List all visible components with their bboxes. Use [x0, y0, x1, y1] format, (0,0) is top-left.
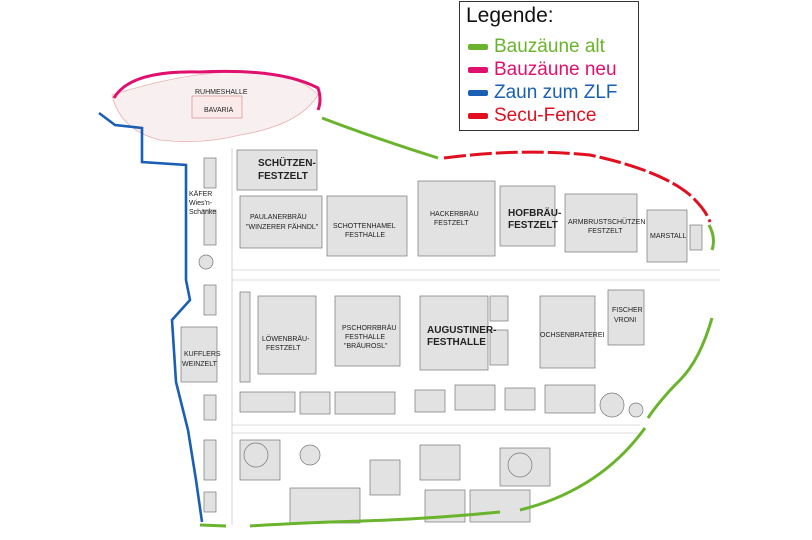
- label-hofbraeu-1: HOFBRÄU-: [508, 206, 561, 219]
- label-fischer-2: VRONI: [614, 317, 636, 324]
- pschorr-tent: [334, 295, 401, 367]
- label-paulaner-2: "WINZERER FÄHNDL": [246, 223, 319, 231]
- label-hacker-2: FESTZELT: [434, 220, 469, 227]
- label-hacker-1: HACKERBRÄU: [430, 210, 479, 218]
- kufflers-tent: [180, 326, 218, 383]
- fence-secu: [443, 150, 712, 223]
- armbrust-tent: [564, 193, 638, 253]
- legend-box: Legende: Bauzäune alt Bauzäune neu Zaun …: [459, 1, 639, 131]
- fence-zlf: [98, 111, 204, 523]
- hofbraeu-tent: [499, 185, 556, 247]
- label-loewen-1: LÖWENBRÄU-: [262, 335, 310, 343]
- label-paulaner-1: PAULANERBRÄU: [250, 213, 307, 221]
- label-marstall: MARSTALL: [650, 233, 687, 240]
- label-armbrust-2: FESTZELT: [588, 228, 623, 235]
- hacker-tent: [417, 180, 496, 257]
- label-augustiner-2: FESTHALLE: [427, 337, 486, 348]
- legend-item-bauzaeune-alt: Bauzäune alt: [468, 36, 605, 58]
- label-loewen-2: FESTZELT: [266, 345, 301, 352]
- schottenhamel-tent: [326, 195, 408, 257]
- fence-alt: [199, 116, 715, 528]
- road-lines: [231, 148, 720, 525]
- legend-label-secu: Secu-Fence: [494, 105, 597, 126]
- marstall-tent: [646, 209, 688, 263]
- legend-swatch-secu: [468, 113, 488, 119]
- legend-swatch-neu: [468, 67, 488, 73]
- label-augustiner-1: AUGUSTINER-: [427, 325, 496, 336]
- fence-neu: [112, 69, 322, 111]
- label-schottenhamel-1: SCHOTTENHAMEL: [333, 223, 396, 230]
- label-armbrust-1: ARMBRUSTSCHÜTZEN: [568, 218, 645, 226]
- legend-label-zlf: Zaun zum ZLF: [494, 82, 618, 103]
- ochsen-tent: [539, 295, 596, 369]
- legend-item-bauzaeune-neu: Bauzäune neu: [468, 59, 617, 81]
- label-kaefer-2: Wies'n-: [189, 200, 213, 207]
- loewen-tent: [257, 295, 317, 375]
- label-kufflers-2: WEINZELT: [182, 361, 218, 368]
- label-schottenhamel-2: FESTHALLE: [345, 232, 385, 239]
- label-schuetzen-2: FESTZELT: [258, 171, 308, 182]
- legend-swatch-zlf: [468, 90, 488, 96]
- label-pschorr-1: PSCHORRBRÄU: [342, 324, 396, 332]
- legend-item-zaun-zlf: Zaun zum ZLF: [468, 82, 618, 104]
- label-kaefer-1: KÄFER: [189, 190, 212, 198]
- legend-label-neu: Bauzäune neu: [494, 59, 617, 80]
- legend-label-alt: Bauzäune alt: [494, 36, 605, 57]
- fischer-tent: [607, 289, 645, 346]
- augustiner-tent: [419, 295, 489, 371]
- label-schuetzen-1: SCHÜTZEN-: [258, 156, 316, 169]
- label-hofbraeu-2: FESTZELT: [508, 220, 558, 231]
- label-fischer-1: FISCHER: [612, 307, 643, 314]
- legend-item-secu-fence: Secu-Fence: [468, 105, 596, 127]
- legend-swatch-alt: [468, 44, 488, 50]
- paulaner-tent: [239, 195, 323, 249]
- label-pschorr-3: "BRÄUROSL": [344, 342, 388, 350]
- label-ochsen: OCHSENBRATEREI: [540, 332, 604, 339]
- label-bavaria: BAVARIA: [204, 107, 234, 114]
- bavaria-building: [191, 95, 243, 119]
- label-ruhmeshalle: RUHMESHALLE: [195, 89, 248, 96]
- legend-title: Legende:: [466, 4, 554, 27]
- label-kaefer-3: Schänke: [189, 209, 216, 216]
- label-kufflers-1: KUFFLERS: [184, 351, 221, 358]
- schuetzen-tent: [236, 149, 318, 191]
- label-pschorr-2: FESTHALLE: [345, 334, 385, 341]
